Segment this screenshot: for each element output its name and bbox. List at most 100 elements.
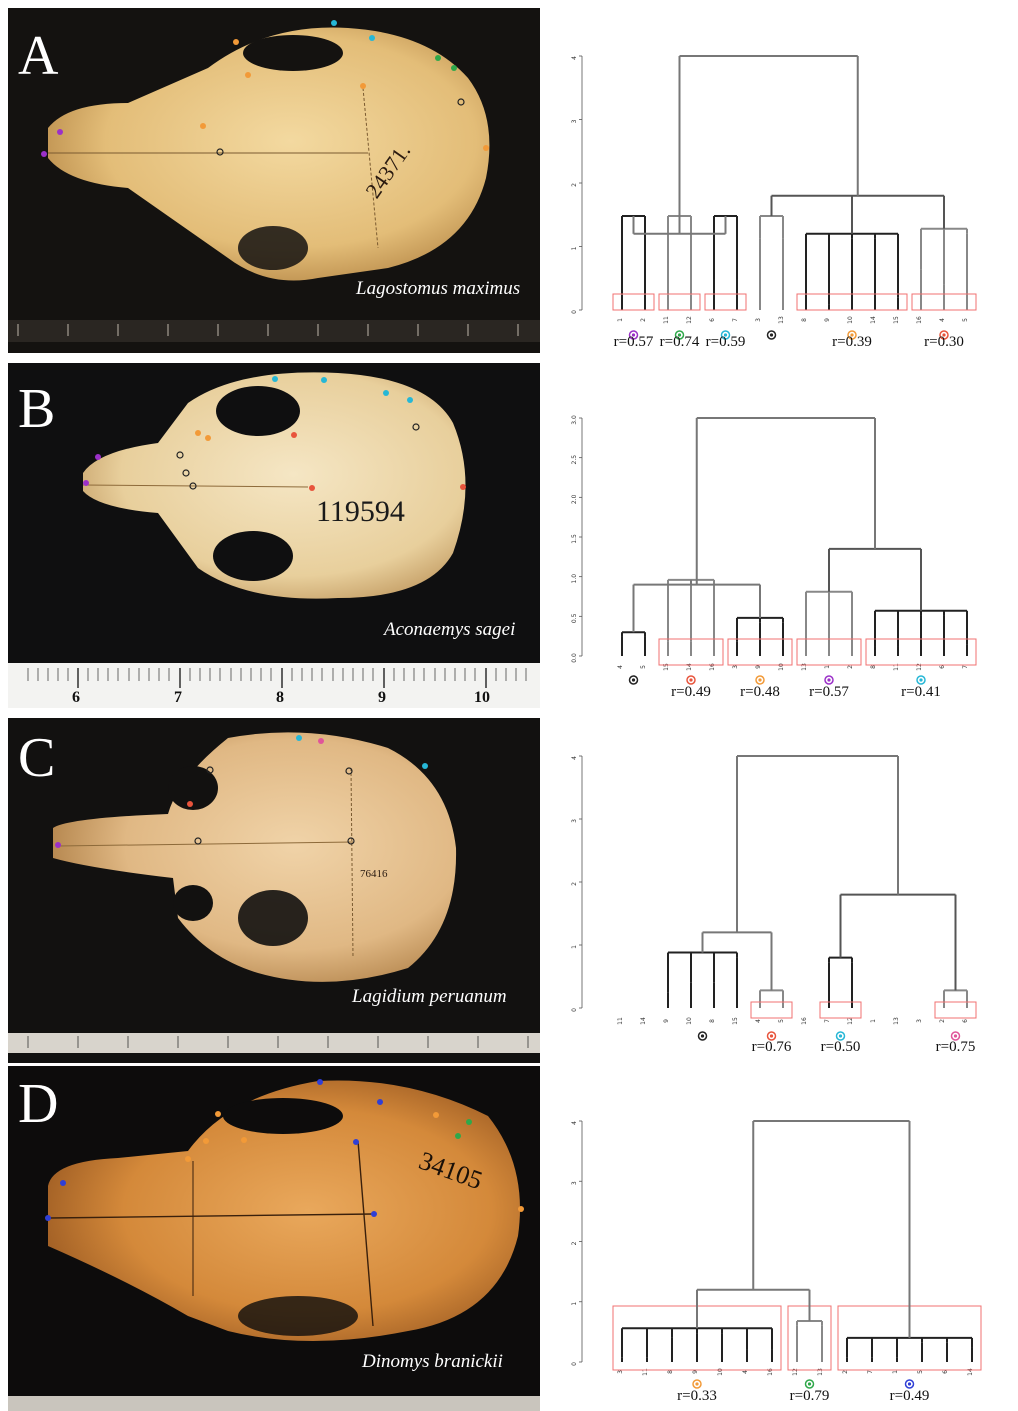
leaf-label: 16: [801, 1017, 808, 1025]
correlation-label: r=0.79: [790, 1388, 830, 1404]
skull-photo-c: 76416: [8, 718, 540, 1063]
leaf-label: 2: [640, 318, 647, 322]
leaf-label: 11: [893, 663, 900, 671]
dendrogram-c: 0123411149108154516712113326r=0.76r=0.50…: [560, 718, 1018, 1063]
ruler-number: 7: [174, 689, 182, 707]
dendrogram-svg-a: 0123412111267313891014151645r=0.57r=0.74…: [560, 8, 1018, 353]
leaf-label: 8: [667, 1370, 674, 1374]
panel-letter-a: A: [18, 28, 58, 84]
panel-a: 24371. A Lagostomus maximus 012341211126…: [0, 8, 1018, 353]
y-tick-label: 0: [571, 1362, 578, 1366]
leaf-label: 3: [916, 1019, 923, 1023]
y-tick-label: 1.0: [571, 574, 578, 584]
module-box: [613, 294, 654, 310]
leaf-label: 7: [824, 1019, 831, 1023]
leaf-label: 16: [709, 663, 716, 671]
module-marker-dot: [770, 333, 773, 336]
ruler-number: 9: [378, 689, 386, 707]
leaf-label: 10: [847, 316, 854, 324]
species-label-d: Dinomys branickii: [362, 1351, 503, 1373]
correlation-label: r=0.41: [901, 684, 941, 700]
correlation-label: r=0.57: [614, 334, 654, 350]
dendrogram-svg-b: 0.00.51.01.52.02.53.04515141639101312811…: [560, 363, 1018, 708]
leaf-label: 13: [893, 1017, 900, 1025]
leaf-label: 3: [755, 318, 762, 322]
y-tick-label: 0.0: [571, 653, 578, 663]
panel-d: 34105 D Dinomys branickii 01234311891041…: [0, 1066, 1018, 1411]
module-box: [751, 1002, 792, 1018]
leaf-label: 3: [617, 1370, 624, 1374]
module-box: [705, 294, 746, 310]
panel-letter-d: D: [18, 1076, 58, 1132]
leaf-label: 10: [686, 1017, 693, 1025]
leaf-label: 9: [692, 1370, 699, 1374]
leaf-label: 7: [962, 665, 969, 669]
species-label-c: Lagidium peruanum: [352, 986, 507, 1008]
leaf-label: 12: [792, 1368, 799, 1376]
leaf-label: 6: [709, 318, 716, 322]
module-marker-dot: [908, 1382, 911, 1385]
correlation-label: r=0.74: [660, 334, 700, 350]
skull-image-c: [8, 718, 540, 1063]
leaf-label: 7: [732, 318, 739, 322]
leaf-label: 5: [778, 1019, 785, 1023]
leaf-label: 4: [755, 1019, 762, 1023]
leaf-label: 10: [778, 663, 785, 671]
correlation-label: r=0.48: [740, 684, 780, 700]
correlation-label: r=0.50: [821, 1039, 861, 1055]
leaf-label: 4: [742, 1370, 749, 1374]
leaf-label: 1: [824, 665, 831, 669]
ruler-number: 6: [72, 689, 80, 707]
correlation-label: r=0.75: [936, 1039, 976, 1055]
leaf-label: 1: [870, 1019, 877, 1023]
module-marker-dot: [701, 1034, 704, 1037]
specimen-label-c: 76416: [360, 868, 388, 880]
y-tick-label: 3.0: [571, 415, 578, 425]
y-tick-label: 4: [571, 56, 578, 60]
module-marker-dot: [954, 1034, 957, 1037]
y-tick-label: 1: [571, 945, 578, 949]
ruler-number: 8: [276, 689, 284, 707]
module-marker-dot: [808, 1382, 811, 1385]
leaf-label: 3: [732, 665, 739, 669]
module-marker-dot: [689, 678, 692, 681]
leaf-label: 11: [663, 316, 670, 324]
leaf-label: 9: [824, 318, 831, 322]
leaf-label: 5: [917, 1370, 924, 1374]
leaf-label: 7: [867, 1370, 874, 1374]
leaf-label: 13: [778, 316, 785, 324]
ruler-number: 10: [474, 689, 490, 707]
correlation-label: r=0.59: [706, 334, 746, 350]
leaf-label: 9: [755, 665, 762, 669]
module-marker-dot: [632, 678, 635, 681]
y-tick-label: 1: [571, 1302, 578, 1306]
leaf-label: 14: [640, 1017, 647, 1025]
species-label-b: Aconaemys sagei: [384, 619, 515, 641]
leaf-label: 15: [663, 663, 670, 671]
y-tick-label: 0: [571, 1008, 578, 1012]
leaf-label: 2: [939, 1019, 946, 1023]
module-box: [820, 1002, 861, 1018]
leaf-label: 5: [640, 665, 647, 669]
y-tick-label: 3: [571, 119, 578, 123]
leaf-label: 8: [870, 665, 877, 669]
module-marker-dot: [695, 1382, 698, 1385]
leaf-label: 5: [962, 318, 969, 322]
module-marker-dot: [758, 678, 761, 681]
leaf-label: 11: [642, 1368, 649, 1376]
panel-letter-b: B: [18, 381, 55, 437]
y-tick-label: 2: [571, 183, 578, 187]
leaf-label: 16: [767, 1368, 774, 1376]
leaf-label: 13: [801, 663, 808, 671]
leaf-label: 4: [939, 318, 946, 322]
leaf-label: 14: [686, 663, 693, 671]
leaf-label: 15: [732, 1017, 739, 1025]
skull-photo-a: 24371.: [8, 8, 540, 353]
leaf-label: 1: [617, 318, 624, 322]
leaf-label: 12: [686, 316, 693, 324]
correlation-label: r=0.49: [671, 684, 711, 700]
leaf-label: 16: [916, 316, 923, 324]
skull-photo-b: 119594 6 7 8 9 10: [8, 363, 540, 708]
dendrogram-svg-d: 01234311891041612132715614r=0.33r=0.79r=…: [560, 1066, 1018, 1411]
leaf-label: 6: [939, 665, 946, 669]
